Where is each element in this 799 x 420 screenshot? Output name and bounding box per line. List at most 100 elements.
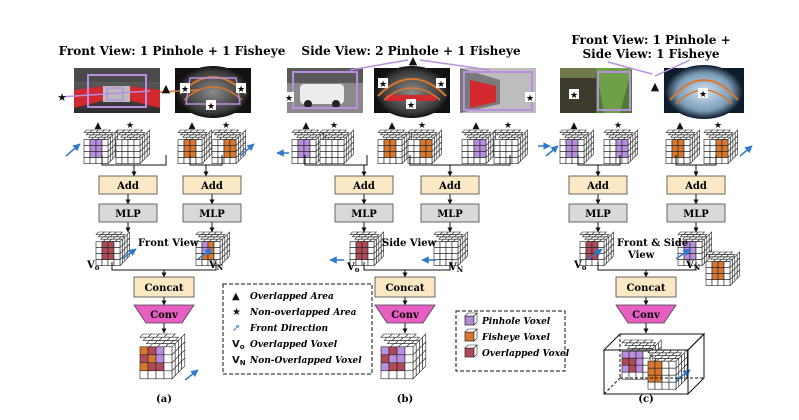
star-marker-c2: ★	[614, 121, 622, 131]
view-label-c-line1: Front & Side	[617, 238, 688, 249]
svg-text:Conv: Conv	[391, 310, 420, 321]
svg-text:★: ★	[570, 91, 578, 101]
legend-symbol-0: ▲	[232, 291, 240, 302]
svg-text:Add: Add	[684, 181, 707, 192]
c-connector-right	[654, 59, 691, 77]
caption-b: (b)	[397, 394, 413, 405]
voxel-vo-a	[95, 231, 131, 267]
legend-symbol-2: ➚	[232, 323, 240, 334]
view-label-c-line2: View	[627, 250, 655, 261]
voxel-pinhole-right-b	[461, 129, 497, 165]
add-block-a1: Add	[98, 175, 158, 195]
voxel-pinhole-right-nonoverlap-b	[493, 129, 529, 165]
voxel-fisheye-overlap-b	[377, 129, 413, 165]
voxel-vn-extra-c	[705, 251, 741, 287]
svg-text:★: ★	[237, 85, 245, 95]
star-marker-a3: ★	[222, 121, 230, 131]
add-block-a2: Add	[182, 175, 242, 195]
conv-block-a: Conv	[133, 304, 195, 324]
title-side-view: Side View: 2 Pinhole + 1 Fisheye	[301, 44, 521, 58]
conv-block-b: Conv	[374, 304, 436, 324]
mlp-block-a1: MLP	[98, 203, 158, 223]
triangle-marker-b1: ▲	[409, 54, 418, 67]
triangle-marker-b2: ▲	[303, 121, 310, 131]
star-marker-b2: ★	[330, 121, 338, 131]
mlp-block-c1: MLP	[568, 203, 628, 223]
vo-label-a: Vo	[86, 260, 100, 272]
svg-text:★: ★	[407, 101, 415, 111]
star-marker-b3: ★	[418, 121, 426, 131]
svg-text:Add: Add	[586, 181, 609, 192]
legend-label-0: Overlapped Area	[250, 292, 334, 302]
vn-label-c: VN	[685, 260, 701, 272]
title-front-view: Front View: 1 Pinhole + 1 Fisheye	[59, 44, 286, 58]
voxel-pinhole-overlap-c	[559, 129, 595, 165]
title-front-side-line2: Side View: 1 Fisheye	[583, 47, 720, 61]
voxel-pinhole-left-b	[291, 129, 327, 165]
legend-label-3: Overlapped Voxel	[250, 340, 338, 350]
legend-voxel-swatch-0	[464, 315, 475, 326]
concat-block-a: Concat	[133, 276, 195, 298]
voxel-fisheye-overlap-a	[177, 129, 213, 165]
voxel-fisheye-nonoverlap-c	[703, 129, 739, 165]
vn-label-a: VN	[208, 260, 224, 272]
legend-voxel-label-0: Pinhole Voxel	[481, 317, 551, 327]
svg-text:★: ★	[437, 80, 445, 90]
voxel-vn-a	[195, 231, 231, 267]
vn-label-b: VN	[448, 262, 464, 274]
view-label-b: Side View	[382, 238, 437, 249]
triangle-marker-a1: ▲	[162, 82, 171, 95]
legend-voxel-label-1: Fisheye Voxel	[481, 333, 550, 343]
svg-text:Concat: Concat	[626, 283, 665, 294]
c-connector-left	[607, 61, 653, 75]
svg-text:Add: Add	[438, 181, 461, 192]
voxel-pinhole-nonoverlap-a	[115, 129, 151, 165]
star-badges-c: ★ ★	[569, 88, 708, 101]
mlp-block-b1: MLP	[334, 203, 394, 223]
vo-label-c: Vo	[573, 260, 587, 272]
side-connector-right	[419, 59, 491, 71]
svg-text:★: ★	[379, 80, 387, 90]
svg-text:MLP: MLP	[115, 209, 141, 220]
voxel-vo-b	[349, 231, 385, 267]
add-block-c1: Add	[568, 175, 628, 195]
fisheye-image-side	[374, 66, 450, 118]
legend-voxel-swatch-1	[464, 331, 475, 342]
triangle-marker-b4: ▲	[473, 121, 480, 131]
svg-text:★: ★	[181, 85, 189, 95]
triangle-marker-c3: ▲	[677, 121, 684, 131]
star-badges-a: ★ ★ ★	[180, 83, 246, 112]
voxel-vo-c	[579, 231, 615, 267]
svg-text:Concat: Concat	[385, 283, 424, 294]
legend-symbol-1: ★	[232, 307, 241, 318]
pinhole-image-side-left	[287, 68, 363, 113]
voxel-pinhole-left-nonoverlap-b	[319, 129, 355, 165]
voxel-output-b	[380, 333, 427, 380]
output-bounding-box-c	[602, 332, 706, 396]
legend-symbols-box	[222, 283, 373, 375]
pinhole-image-side-right	[460, 68, 536, 113]
add-block-b2: Add	[420, 175, 480, 195]
svg-text:★: ★	[699, 90, 707, 100]
voxel-pinhole-nonoverlap-c	[603, 129, 639, 165]
svg-text:Add: Add	[116, 181, 139, 192]
vo-label-b: Vo	[346, 262, 360, 274]
voxel-vn-b	[433, 231, 469, 267]
legend-label-1: Non-overlapped Area	[249, 308, 357, 318]
svg-text:Conv: Conv	[632, 310, 661, 321]
svg-text:Conv: Conv	[150, 310, 179, 321]
svg-text:★: ★	[207, 102, 215, 112]
star-badges-b: ★ ★ ★ ★ ★	[284, 78, 535, 111]
triangle-marker-c2: ▲	[571, 121, 578, 131]
star-marker-a1: ★	[57, 91, 67, 104]
caption-c: (c)	[638, 394, 654, 405]
triangle-marker-a2: ▲	[95, 121, 102, 131]
svg-text:★: ★	[285, 94, 293, 104]
conv-block-c: Conv	[615, 304, 677, 324]
legend-voxel-label-2: Overlapped Voxel	[482, 349, 570, 359]
view-label-a: Front View	[138, 238, 199, 249]
star-marker-b4: ★	[504, 121, 512, 131]
mlp-block-b2: MLP	[420, 203, 480, 223]
svg-text:MLP: MLP	[199, 209, 225, 220]
svg-text:Concat: Concat	[144, 283, 183, 294]
